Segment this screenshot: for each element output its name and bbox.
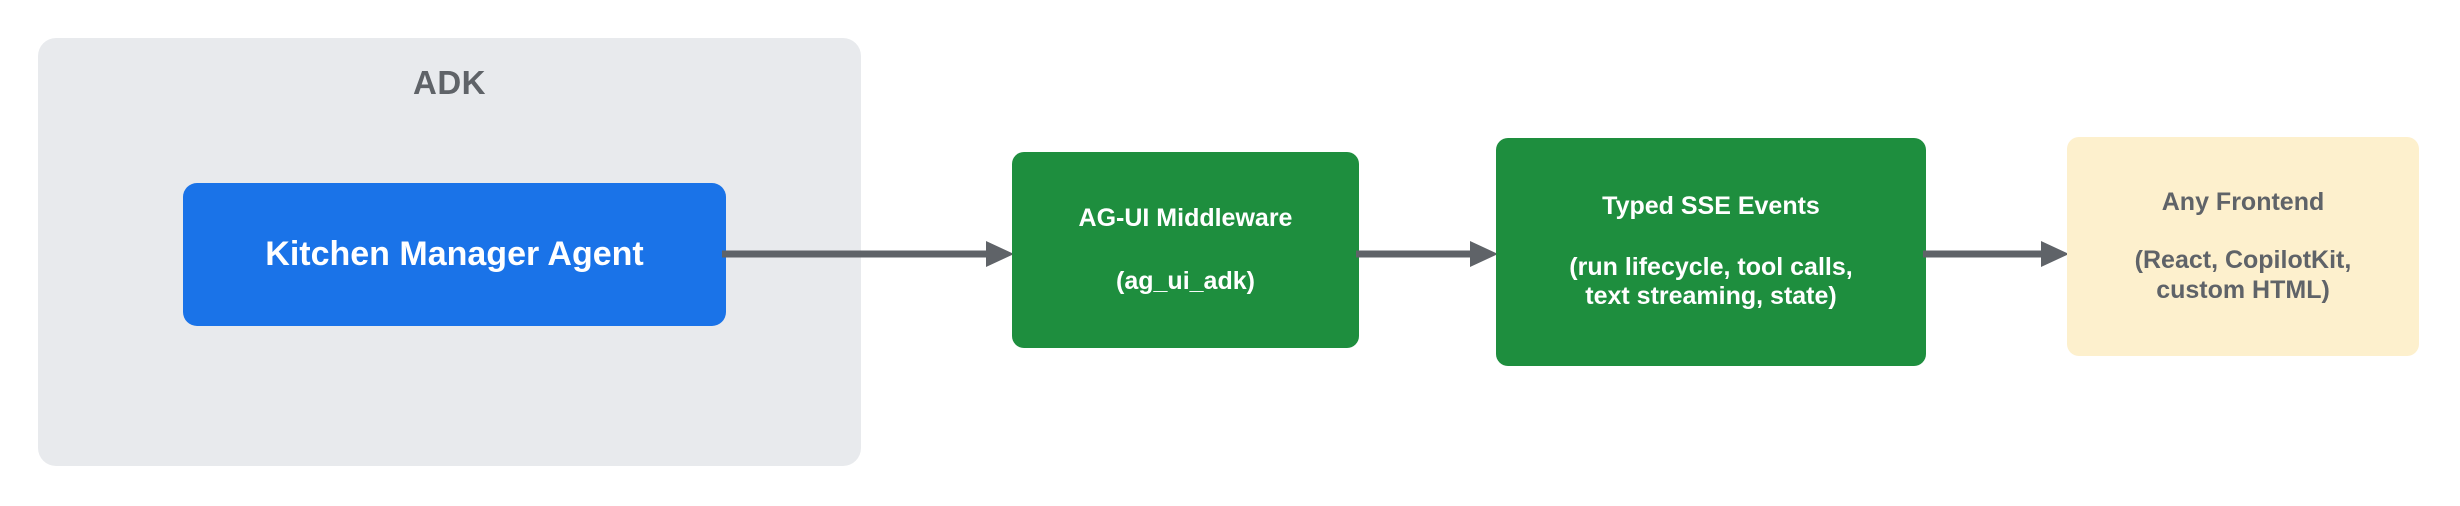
node-ag-ui-middleware: AG-UI Middleware (ag_ui_adk) [1012,152,1359,348]
arrow-events-to-frontend-icon [1923,239,2069,269]
node-any-frontend-title: Any Frontend [2161,187,2325,216]
node-any-frontend: Any Frontend (React, CopilotKit, custom … [2067,137,2419,356]
node-typed-sse-events-subtitle: (run lifecycle, tool calls, text streami… [1569,253,1852,312]
node-any-frontend-subtitle: (React, CopilotKit, custom HTML) [2135,246,2352,305]
node-typed-sse-events: Typed SSE Events (run lifecycle, tool ca… [1496,138,1926,366]
node-typed-sse-events-title: Typed SSE Events [1602,192,1820,221]
arrow-agent-to-middleware-icon [722,239,1014,269]
node-any-frontend-subtitle-line2: custom HTML) [2156,275,2330,304]
adk-group-label: ADK [413,64,486,101]
arrow-middleware-to-events-icon [1356,239,1498,269]
node-kitchen-manager-agent-label: Kitchen Manager Agent [265,234,644,273]
node-kitchen-manager-agent: Kitchen Manager Agent [183,183,726,326]
node-typed-sse-events-subtitle-line1: (run lifecycle, tool calls, [1569,252,1853,281]
node-ag-ui-middleware-title: AG-UI Middleware [1078,203,1293,232]
node-typed-sse-events-subtitle-line2: text streaming, state) [1585,282,1837,311]
node-ag-ui-middleware-subtitle: (ag_ui_adk) [1116,266,1255,295]
node-any-frontend-subtitle-line1: (React, CopilotKit, [2134,246,2352,275]
